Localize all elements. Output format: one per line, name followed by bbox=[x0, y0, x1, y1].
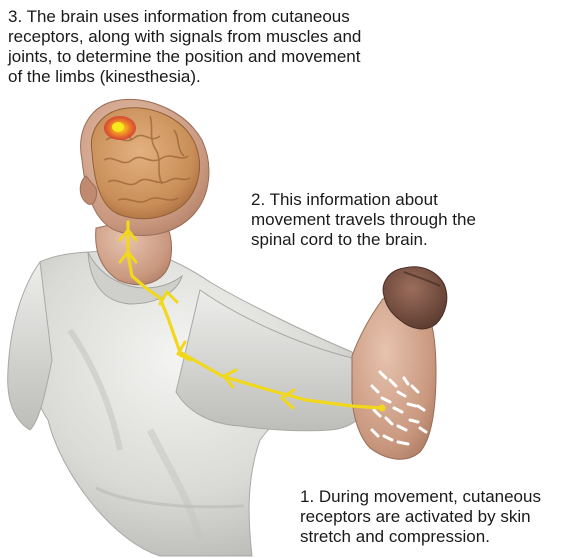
pathway-origin bbox=[379, 405, 386, 412]
caption-brain-kinesthesia: 3. The brain uses information from cutan… bbox=[8, 7, 428, 87]
active-brain-core bbox=[112, 122, 124, 132]
right-sleeve bbox=[176, 290, 370, 431]
caption-spinal-cord: 2. This information about movement trave… bbox=[251, 190, 551, 250]
caption-cutaneous-receptors: 1. During movement, cutaneous receptors … bbox=[300, 487, 575, 547]
